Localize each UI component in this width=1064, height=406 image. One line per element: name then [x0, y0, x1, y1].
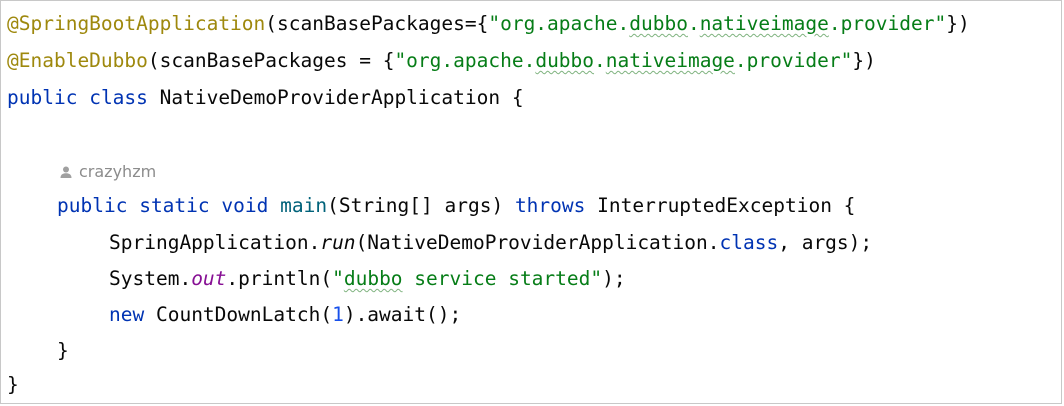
author-name: crazyhzm: [79, 162, 157, 181]
string-literal: "org.apache.: [488, 12, 630, 35]
static-field: out: [191, 267, 227, 290]
keyword-new: new: [109, 303, 145, 326]
keyword-public: public: [7, 86, 78, 109]
code-line-2[interactable]: @EnableDubbo(scanBasePackages = {"org.ap…: [7, 46, 876, 76]
code-line-9[interactable]: }: [57, 336, 69, 366]
keyword-throws: throws: [514, 194, 586, 217]
string-literal: ": [332, 267, 344, 290]
code-text: ).await();: [343, 303, 462, 326]
code-line-8[interactable]: new CountDownLatch(1).await();: [109, 300, 461, 330]
code-text: (NativeDemoProviderApplication.: [355, 231, 720, 254]
code-text: , args);: [778, 231, 873, 254]
code-text: (scanBasePackages={: [265, 12, 489, 35]
code-text: (scanBasePackages = {: [147, 49, 395, 72]
code-line-10[interactable]: }: [7, 370, 19, 400]
annotation: @SpringBootApplication: [7, 12, 266, 35]
code-line-5[interactable]: public static void main(String[] args) t…: [57, 191, 855, 221]
static-method: run: [320, 231, 356, 254]
keyword-class: class: [719, 231, 779, 254]
string-literal: .provider": [828, 12, 947, 35]
string-literal: .provider": [734, 49, 853, 72]
string-literal: .: [594, 49, 606, 72]
closing-brace: }: [57, 339, 69, 362]
code-text: System.: [109, 267, 192, 290]
keyword-static: static: [139, 194, 210, 217]
string-literal: service started": [402, 267, 603, 290]
code-text: CountDownLatch(: [144, 303, 333, 326]
code-line-1[interactable]: @SpringBootApplication(scanBasePackages=…: [7, 9, 970, 39]
string-literal: "org.apache.: [394, 49, 536, 72]
code-text: );: [602, 267, 626, 290]
string-literal: dubbo: [629, 12, 688, 35]
keyword-class: class: [89, 86, 148, 109]
code-text: (String[] args): [327, 194, 515, 217]
string-literal: nativeimage: [699, 12, 829, 35]
closing-brace: }: [7, 373, 19, 396]
user-icon: [60, 166, 72, 178]
code-text: SpringApplication.: [109, 231, 321, 254]
code-text: .println(: [226, 267, 333, 290]
author-hint[interactable]: crazyhzm: [59, 158, 156, 186]
method-name: main: [280, 194, 328, 217]
string-literal: dubbo: [343, 267, 403, 290]
string-literal: nativeimage: [605, 49, 735, 72]
code-text: InterruptedException {: [585, 194, 856, 217]
string-literal: dubbo: [535, 49, 595, 72]
keyword-public: public: [57, 194, 128, 217]
class-name: NativeDemoProviderApplication {: [147, 86, 524, 109]
code-line-3[interactable]: public class NativeDemoProviderApplicati…: [7, 83, 524, 113]
keyword-void: void: [221, 194, 269, 217]
code-line-6[interactable]: SpringApplication.run(NativeDemoProvider…: [109, 228, 872, 258]
code-text: }): [852, 49, 876, 72]
annotation: @EnableDubbo: [7, 49, 148, 72]
number-literal: 1: [332, 303, 344, 326]
code-text: }): [946, 12, 970, 35]
string-literal: .: [687, 12, 700, 35]
code-line-7[interactable]: System.out.println("dubbo service starte…: [109, 264, 626, 294]
